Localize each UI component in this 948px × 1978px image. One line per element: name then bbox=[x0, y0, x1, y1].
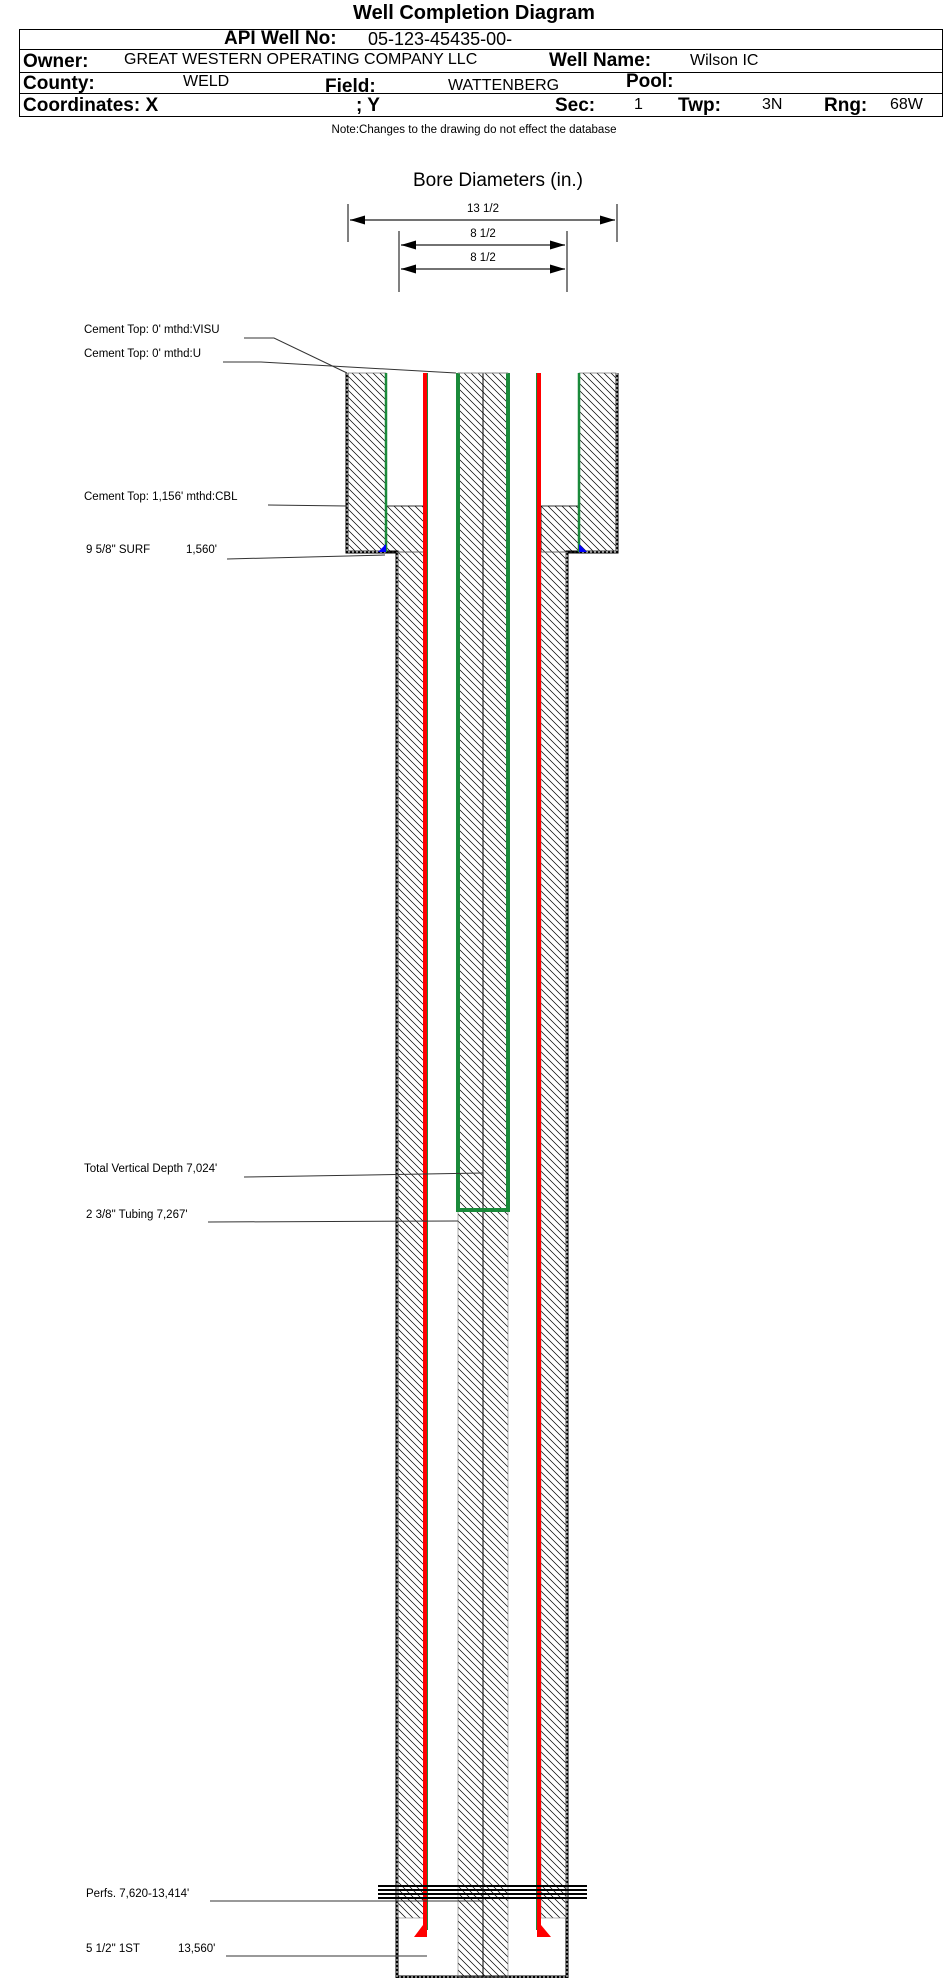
tubing-label: 2 3/8" Tubing 7,267' bbox=[86, 1209, 188, 1221]
surface-shoe-right bbox=[579, 544, 587, 552]
diagram-title: Well Completion Diagram bbox=[353, 2, 595, 24]
tubing-string-outline bbox=[456, 373, 510, 1212]
well-name-value: Wilson IC bbox=[690, 52, 759, 69]
bore-diameter-label: 8 1/2 bbox=[470, 228, 496, 240]
divider bbox=[20, 72, 942, 73]
coordinates-y-label: ; Y bbox=[356, 95, 380, 116]
cement-top-cbl-label: Cement Top: 1,156' mthd:CBL bbox=[84, 491, 238, 503]
field-value: WATTENBERG bbox=[448, 77, 560, 94]
county-value: WELD bbox=[183, 73, 230, 90]
owner-label: Owner: bbox=[23, 51, 89, 72]
surface-shoe-left bbox=[378, 544, 386, 552]
sec-label: Sec: bbox=[555, 95, 596, 116]
production-cement-right bbox=[540, 505, 580, 553]
field-label: Field: bbox=[325, 76, 376, 97]
owner-value: GREAT WESTERN OPERATING COMPANY LLC bbox=[124, 51, 478, 68]
production-casing-label: 5 1/2" 1ST bbox=[86, 1943, 140, 1955]
sec-value: 1 bbox=[634, 96, 643, 113]
bore-diameters-title: Bore Diameters (in.) bbox=[413, 170, 583, 191]
cement-top-u-label: Cement Top: 0' mthd:U bbox=[84, 348, 201, 360]
cement-top-visu-label: Cement Top: 0' mthd:VISU bbox=[84, 324, 220, 336]
production-cement-right bbox=[540, 551, 567, 1919]
bore-dimension-8-5: 8 1/2 8 1/2 bbox=[398, 228, 568, 292]
production-casing-depth: 13,560' bbox=[178, 1943, 215, 1955]
rng-value: 68W bbox=[890, 96, 923, 113]
total-vertical-depth-label: Total Vertical Depth 7,024' bbox=[84, 1163, 217, 1175]
perforations bbox=[378, 1885, 587, 1899]
divider bbox=[20, 49, 942, 50]
api-value: 05-123-45435-00- bbox=[368, 29, 513, 49]
leader-lines bbox=[207, 337, 484, 1957]
database-note: Note:Changes to the drawing do not effec… bbox=[331, 124, 617, 136]
surface-casing-label: 9 5/8" SURF bbox=[86, 544, 150, 556]
production-cement-left bbox=[397, 551, 425, 1919]
perforations-label: Perfs. 7,620-13,414' bbox=[86, 1888, 189, 1900]
county-label: County: bbox=[23, 73, 95, 94]
well-header-table bbox=[19, 29, 943, 117]
coordinates-x-label: Coordinates: X bbox=[23, 95, 159, 116]
surface-cement-right bbox=[578, 372, 617, 552]
pool-label: Pool: bbox=[626, 71, 674, 92]
bore-diameter-label: 8 1/2 bbox=[470, 252, 496, 264]
bore-diameter-label: 13 1/2 bbox=[467, 203, 499, 215]
production-cement-left bbox=[385, 505, 425, 553]
bore-dimension-13-5: 13 1/2 bbox=[347, 203, 618, 242]
production-shoe-left bbox=[414, 1925, 427, 1937]
well-name-label: Well Name: bbox=[549, 50, 652, 71]
twp-value: 3N bbox=[762, 96, 783, 113]
surface-cement-left bbox=[347, 372, 387, 552]
divider bbox=[20, 93, 942, 94]
production-shoe-right bbox=[537, 1925, 551, 1937]
rng-label: Rng: bbox=[824, 95, 868, 116]
surface-casing-depth: 1,560' bbox=[186, 544, 217, 556]
twp-label: Twp: bbox=[678, 95, 721, 116]
api-label: API Well No: bbox=[224, 28, 337, 49]
